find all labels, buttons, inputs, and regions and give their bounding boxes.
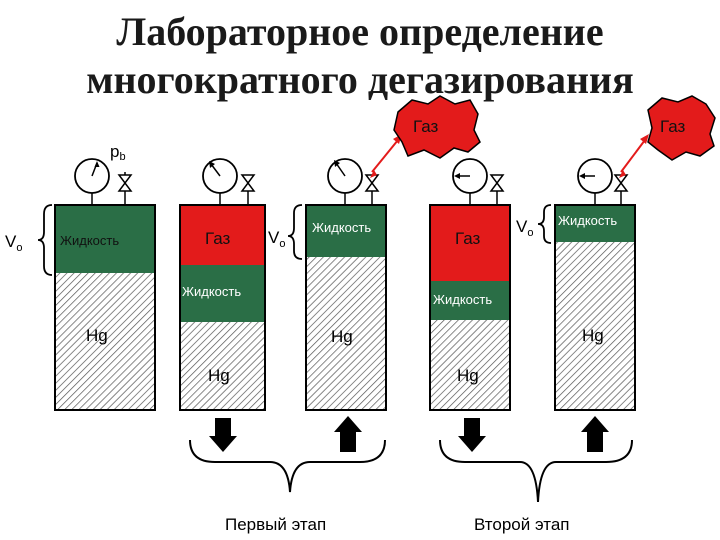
liquid-fill: [55, 205, 155, 273]
mercury-fill: [306, 257, 386, 410]
volume-label: Vo: [268, 228, 285, 250]
cylinder-2: Газ Жидкость Hg: [179, 158, 266, 452]
valve-icon: [118, 174, 132, 192]
mercury-label: Hg: [582, 326, 604, 345]
volume-brace: [287, 204, 303, 260]
gas-cloud-label: Газ: [660, 117, 686, 136]
up-arrow-icon: [340, 432, 356, 452]
gas-cloud-label: Газ: [413, 117, 439, 136]
volume-label: Vo: [5, 232, 22, 254]
cylinder-outline: [54, 204, 156, 411]
liquid-label: Жидкость: [558, 213, 617, 228]
mercury-fill: [55, 273, 155, 410]
page-title-line-1: Лабораторное определение: [116, 9, 604, 54]
liquid-fill: [430, 281, 510, 320]
volume-brace: [537, 204, 552, 244]
valve-icon: [241, 174, 255, 192]
liquid-label: Жидкость: [312, 220, 371, 235]
stage-2-brace: [439, 439, 633, 503]
stage-2-label: Второй этап: [474, 515, 570, 534]
down-arrow-icon: [215, 418, 231, 436]
page-title-line-2: многократного дегазирования: [86, 57, 634, 102]
stage-1-brace: [189, 439, 386, 493]
cylinder-4: Газ Жидкость Hg: [429, 158, 511, 452]
mercury-fill: [180, 322, 265, 410]
valve-icon: [490, 174, 504, 192]
liquid-fill: [555, 205, 635, 242]
stage-1-label: Первый этап: [225, 515, 326, 534]
liquid-label: Жидкость: [433, 292, 492, 307]
valve-icon: [365, 174, 379, 192]
down-arrow-icon: [464, 418, 480, 436]
gas-label: Газ: [205, 229, 231, 248]
mercury-fill: [555, 242, 635, 410]
liquid-fill: [180, 265, 265, 322]
mercury-label: Hg: [457, 366, 479, 385]
volume-label: Vo: [516, 217, 533, 239]
pressure-label: pb: [110, 142, 126, 163]
liquid-label: Жидкость: [182, 284, 241, 299]
gas-fill: [430, 205, 510, 281]
liquid-label: Жидкость: [60, 233, 119, 248]
mercury-label: Hg: [331, 327, 353, 346]
mercury-label: Hg: [208, 366, 230, 385]
cylinder-outline: [179, 204, 266, 411]
mercury-label: Hg: [86, 326, 108, 345]
mercury-fill: [430, 320, 510, 410]
gas-cloud-2: Газ: [647, 95, 716, 161]
cylinder-5: Жидкость Hg Vo: [516, 134, 649, 452]
cylinder-3: Жидкость Hg Vo: [268, 134, 402, 452]
valve-icon: [614, 174, 628, 192]
gas-cloud-1: Газ: [393, 95, 481, 159]
liquid-fill: [306, 205, 386, 257]
cylinder-outline: [305, 204, 387, 411]
cylinder-1: pb Жидкость Hg Vo: [5, 142, 156, 411]
gas-label: Газ: [455, 229, 481, 248]
up-arrow-icon: [587, 432, 603, 452]
gas-fill: [180, 205, 265, 265]
volume-brace: [37, 204, 53, 276]
